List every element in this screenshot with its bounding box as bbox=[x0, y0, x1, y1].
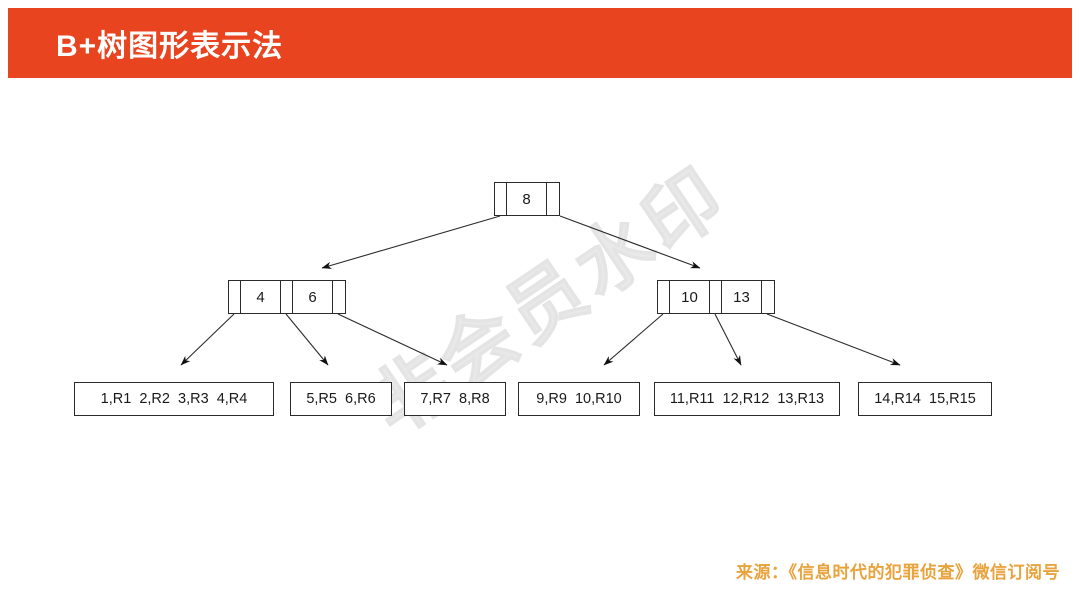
root-pointer-cell-left bbox=[495, 183, 507, 215]
tree-node-internal-left: 4 6 bbox=[228, 280, 346, 314]
internal-left-pointer-cell-0 bbox=[229, 281, 241, 313]
root-pointer-cell-right bbox=[547, 183, 559, 215]
internal-right-key-cell-1: 13 bbox=[722, 281, 762, 313]
edge-left-to-leaf-2 bbox=[285, 313, 329, 366]
internal-left-key-cell-0: 4 bbox=[241, 281, 281, 313]
tree-leaf-node: 7,R7 8,R8 bbox=[404, 382, 506, 416]
tree-leaf-node: 14,R14 15,R15 bbox=[858, 382, 992, 416]
internal-left-pointer-cell-1 bbox=[281, 281, 293, 313]
internal-right-pointer-cell-1 bbox=[710, 281, 722, 313]
tree-leaf-node: 1,R1 2,R2 3,R3 4,R4 bbox=[74, 382, 274, 416]
tree-node-internal-right: 10 13 bbox=[657, 280, 775, 314]
tree-leaf-node: 5,R5 6,R6 bbox=[290, 382, 392, 416]
internal-right-pointer-cell-0 bbox=[658, 281, 670, 313]
internal-right-key-cell-0: 10 bbox=[670, 281, 710, 313]
edge-right-to-leaf-4 bbox=[603, 313, 664, 366]
page-title: B+树图形表示法 bbox=[56, 30, 284, 63]
header-band: B+树图形表示法 bbox=[8, 8, 1072, 78]
edge-left-to-leaf-1 bbox=[180, 313, 235, 366]
internal-right-pointer-cell-2 bbox=[762, 281, 774, 313]
tree-leaf-node: 9,R9 10,R10 bbox=[518, 382, 640, 416]
edge-left-to-leaf-3 bbox=[337, 313, 448, 366]
edge-root-to-left bbox=[321, 215, 501, 269]
tree-leaf-node: 11,R11 12,R12 13,R13 bbox=[654, 382, 840, 416]
tree-node-root: 8 bbox=[494, 182, 560, 216]
edge-right-to-leaf-5 bbox=[714, 313, 742, 366]
edge-root-to-right bbox=[559, 215, 701, 269]
root-key-cell-0: 8 bbox=[507, 183, 547, 215]
internal-left-key-cell-1: 6 bbox=[293, 281, 333, 313]
source-attribution: 来源：《信息时代的犯罪侦查》微信订阅号 bbox=[736, 563, 1060, 582]
internal-left-pointer-cell-2 bbox=[333, 281, 345, 313]
edge-right-to-leaf-6 bbox=[766, 313, 901, 366]
